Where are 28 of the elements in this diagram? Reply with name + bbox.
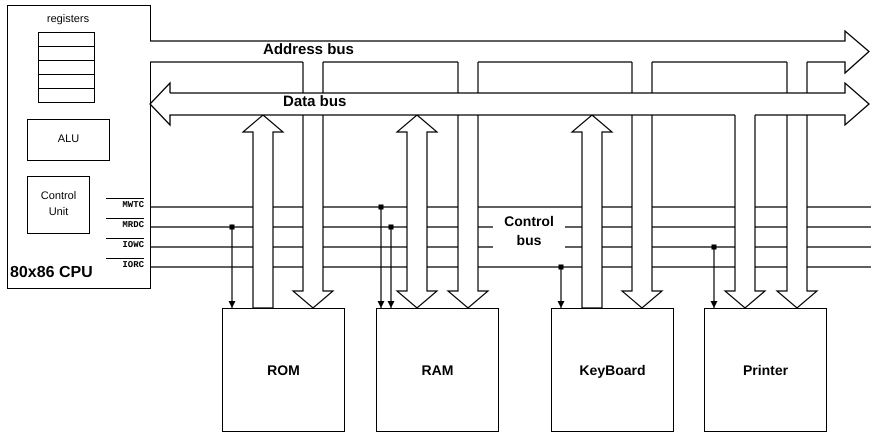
bus-arrow [570,114,614,309]
signal-label: IOWC [106,238,144,251]
alu-block: ALU [27,119,110,161]
signal-label: IORC [106,258,144,271]
signal-arrow [710,244,718,308]
bus-arrow [723,114,767,309]
device-box: ROM [222,308,345,432]
bus-arrow [395,114,439,309]
bus-arrow [446,61,490,309]
signal-label: MWTC [106,198,144,211]
signal-label: MRDC [106,218,144,231]
cpu-box [7,5,151,289]
control-unit-block: Control Unit [27,176,90,234]
bus-arrow [291,61,335,309]
bus-arrow [241,114,285,309]
signal-arrow [558,264,564,308]
signal-arrow [388,224,394,308]
bus-label: Address bus [263,41,354,59]
device-box: KeyBoard [551,308,674,432]
device-box: RAM [376,308,499,432]
cpu-label: 80x86 CPU [10,264,93,282]
signal-arrow [228,224,236,308]
signal-arrow [378,204,384,308]
device-box: Printer [704,308,827,432]
registers-label: registers [46,13,90,25]
bus-arrow [775,61,819,309]
bus-label: Data bus [283,93,346,111]
bus-arrow [620,61,664,309]
